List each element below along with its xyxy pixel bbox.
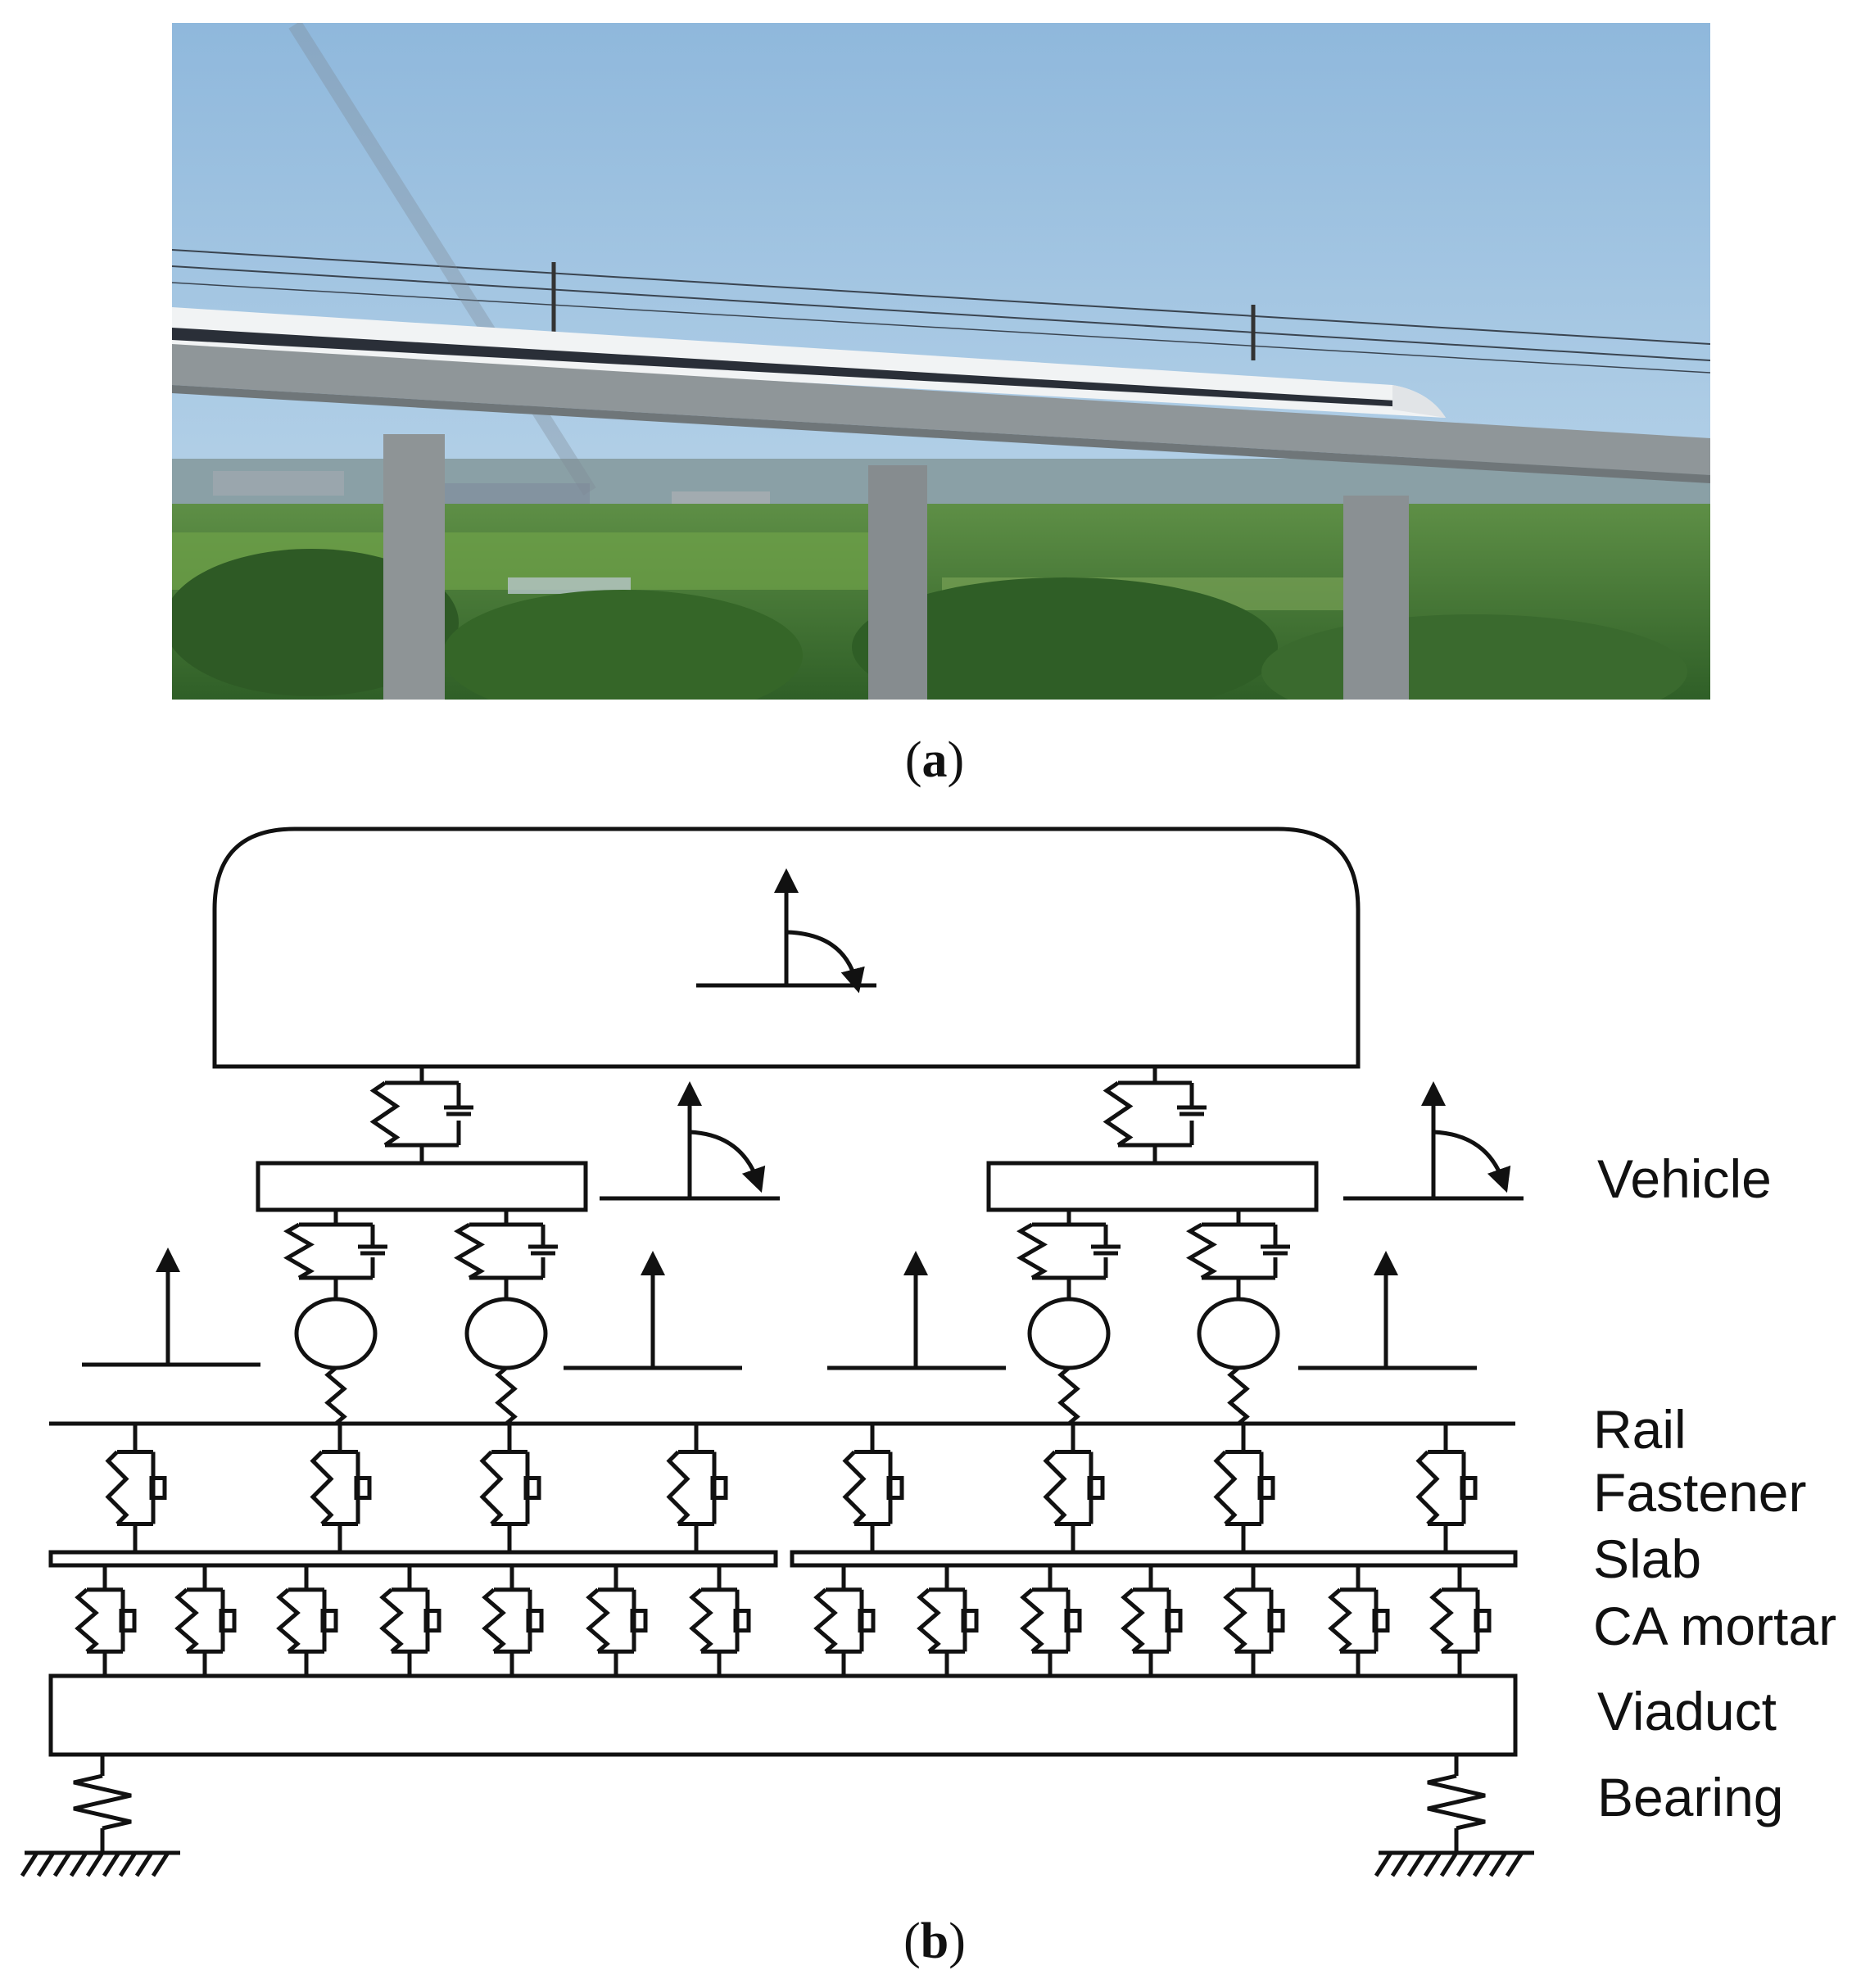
ca-mortar-spring-damper-icon bbox=[1429, 1565, 1492, 1676]
label-slab: Slab bbox=[1593, 1528, 1701, 1589]
bogie-right-dof-icon bbox=[1343, 1081, 1524, 1201]
fastener-spring-damper-icon bbox=[310, 1424, 372, 1552]
ca-mortar-spring-damper-icon bbox=[813, 1565, 876, 1676]
ground-hatch-icon bbox=[20, 1850, 180, 1877]
bogie-left-dof-icon bbox=[600, 1081, 780, 1201]
ca-mortar-spring-damper-icon bbox=[482, 1565, 544, 1676]
fastener-spring-damper-icon bbox=[1043, 1424, 1105, 1552]
ca-mortar-spring-damper-icon bbox=[276, 1565, 338, 1676]
fastener-spring-damper-icon bbox=[1415, 1424, 1478, 1552]
bearing-group bbox=[20, 1755, 1534, 1877]
ca-mortar-spring-damper-icon bbox=[1328, 1565, 1390, 1676]
wheel-rail-contact-spring-icon bbox=[1057, 1366, 1080, 1425]
layer-labels: Vehicle Rail Fastener Slab CA mortar Via… bbox=[1593, 1148, 1836, 1827]
slab-left bbox=[48, 1550, 778, 1568]
train-photo bbox=[172, 23, 1710, 700]
label-viaduct: Viaduct bbox=[1597, 1681, 1777, 1741]
secondary-suspension-spring-damper-icon bbox=[369, 1066, 473, 1163]
photo-pier bbox=[1343, 496, 1409, 700]
wheel-rail-contact-spring-icon bbox=[1227, 1366, 1250, 1425]
photo-pier bbox=[868, 465, 927, 700]
fastener-spring-damper-icon bbox=[666, 1424, 728, 1552]
slab-right bbox=[790, 1550, 1518, 1568]
primary-suspension-spring-damper-icon bbox=[283, 1210, 387, 1298]
ca-mortar-spring-damper-icon bbox=[1223, 1565, 1285, 1676]
caption-b: (b) bbox=[903, 1913, 966, 1969]
ca-mortar-spring-damper-icon bbox=[379, 1565, 441, 1676]
wheel-icon bbox=[1197, 1297, 1280, 1370]
fastener-spring-damper-icon bbox=[1213, 1424, 1275, 1552]
photo-pier bbox=[383, 434, 445, 700]
primary-suspension-group bbox=[283, 1210, 1290, 1425]
wheel-rail-contact-spring-icon bbox=[324, 1366, 347, 1425]
ca-mortar-spring-damper-icon bbox=[917, 1565, 979, 1676]
wheel-icon bbox=[464, 1297, 548, 1370]
primary-suspension-spring-damper-icon bbox=[1017, 1210, 1121, 1298]
wheel-icon bbox=[294, 1297, 378, 1370]
fastener-spring-damper-icon bbox=[105, 1424, 167, 1552]
fastener-group bbox=[105, 1424, 1478, 1552]
fastener-spring-damper-icon bbox=[842, 1424, 904, 1552]
ca-mortar-spring-damper-icon bbox=[1121, 1565, 1183, 1676]
vehicle-track-viaduct-schematic bbox=[20, 826, 1534, 1877]
photo-viaduct-deck bbox=[172, 344, 1710, 475]
ca-mortar-spring-damper-icon bbox=[1020, 1565, 1082, 1676]
ground-hatch-icon bbox=[1374, 1850, 1534, 1877]
label-rail: Rail bbox=[1593, 1399, 1687, 1460]
bogie-left bbox=[256, 1161, 588, 1212]
primary-suspension-spring-damper-icon bbox=[1186, 1210, 1290, 1298]
bogie-right bbox=[986, 1161, 1319, 1212]
photo-train bbox=[172, 307, 1446, 418]
secondary-suspension-group bbox=[369, 1066, 1207, 1163]
viaduct-beam bbox=[48, 1673, 1518, 1757]
label-vehicle: Vehicle bbox=[1597, 1148, 1772, 1209]
car-body-dof-icon bbox=[696, 868, 876, 994]
fastener-spring-damper-icon bbox=[479, 1424, 541, 1552]
ca-mortar-spring-damper-icon bbox=[586, 1565, 648, 1676]
bearing-spring-icon bbox=[73, 1755, 132, 1853]
ca-mortar-spring-damper-icon bbox=[174, 1565, 237, 1676]
label-ca-mortar: CA mortar bbox=[1593, 1596, 1836, 1656]
caption-a: (a) bbox=[905, 732, 964, 788]
car-body bbox=[212, 826, 1361, 1069]
wheel-dof-icons bbox=[82, 1248, 1477, 1370]
label-bearing: Bearing bbox=[1597, 1767, 1784, 1827]
label-fastener: Fastener bbox=[1593, 1462, 1806, 1523]
wheel-rail-contact-spring-icon bbox=[495, 1366, 518, 1425]
bearing-spring-icon bbox=[1427, 1755, 1486, 1853]
ca-mortar-spring-damper-icon bbox=[689, 1565, 751, 1676]
primary-suspension-spring-damper-icon bbox=[454, 1210, 558, 1298]
ca-mortar-spring-damper-icon bbox=[75, 1565, 137, 1676]
secondary-suspension-spring-damper-icon bbox=[1103, 1066, 1207, 1163]
wheel-icon bbox=[1027, 1297, 1111, 1370]
ca-mortar-group bbox=[75, 1565, 1492, 1676]
